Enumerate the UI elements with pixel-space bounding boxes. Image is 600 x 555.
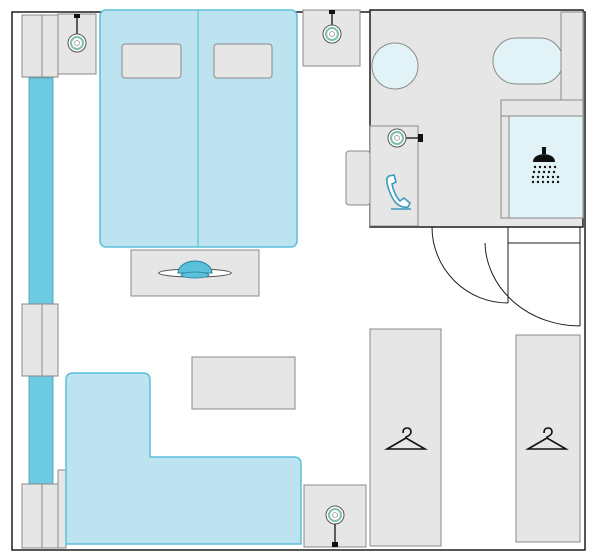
phone-shelf (345, 150, 411, 210)
wardrobe-left (369, 328, 442, 547)
hanger-icon (525, 427, 569, 450)
lamp-icon (325, 505, 345, 547)
lamp-icon (322, 10, 342, 44)
window-lower (28, 375, 54, 485)
sofa (65, 372, 302, 545)
wall-pillar-middle (21, 303, 59, 377)
nightstand-left (57, 13, 97, 75)
wall-lamp-icon (387, 128, 423, 148)
hanger-icon (384, 427, 428, 450)
bathroom (369, 9, 584, 228)
room-outline (11, 11, 586, 551)
pillow-right (213, 43, 273, 79)
bathroom-door-right (484, 227, 581, 327)
side-table (303, 484, 367, 548)
wall-pillar-top (21, 14, 59, 78)
wall-pillar-bottom (21, 469, 67, 549)
ceiling-lamp-icon (158, 260, 232, 279)
washbasin (371, 42, 419, 90)
nightstand-right (302, 9, 361, 67)
coffee-table (191, 356, 296, 410)
bed-bench (130, 249, 260, 297)
shower-head-icon (531, 147, 560, 184)
bathroom-door-left (431, 226, 509, 304)
toilet (492, 37, 564, 85)
window-upper (28, 77, 54, 305)
lamp-icon (67, 14, 87, 53)
pillow-left (121, 43, 182, 79)
double-bed (99, 9, 298, 248)
phone-icon (386, 174, 411, 210)
wardrobe-right (515, 334, 581, 543)
